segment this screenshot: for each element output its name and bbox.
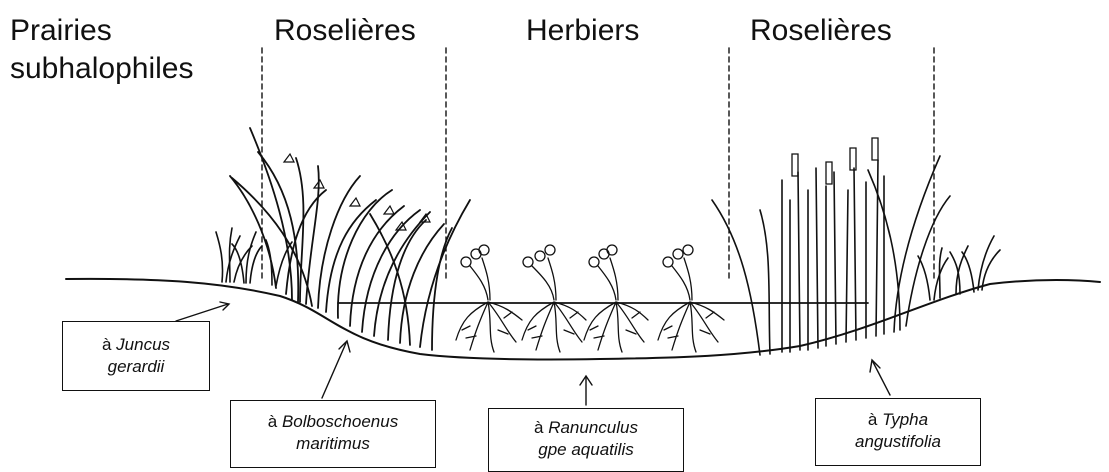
label-juncus-gerardii: à Juncus gerardii bbox=[62, 321, 210, 391]
label-ranunculus-genus: Ranunculus bbox=[548, 418, 638, 437]
ranunculus-plant-4 bbox=[658, 245, 724, 352]
label-typha-line1: à Typha bbox=[816, 409, 980, 431]
label-juncus-prefix: à bbox=[102, 335, 116, 354]
ranunculus-plant-1 bbox=[456, 245, 522, 352]
label-ranunculus-aquatilis: à Ranunculus gpe aquatilis bbox=[488, 408, 684, 472]
label-typha-line2: angustifolia bbox=[816, 431, 980, 453]
juncus-tufts-left bbox=[216, 228, 292, 286]
label-ranunculus-line1: à Ranunculus bbox=[489, 417, 683, 439]
label-typha-species: angustifolia bbox=[855, 432, 941, 451]
label-juncus-line2: gerardii bbox=[63, 356, 209, 378]
juncus-tufts-right bbox=[918, 236, 1000, 300]
label-juncus-line1: à Juncus bbox=[63, 334, 209, 356]
ground-profile bbox=[66, 279, 1100, 360]
ranunculus-plant-3 bbox=[584, 245, 648, 352]
label-bolboschoenus-prefix: à bbox=[268, 412, 282, 431]
label-typha-prefix: à bbox=[868, 410, 882, 429]
label-ranunculus-prefix: à bbox=[534, 418, 548, 437]
arrow-juncus bbox=[176, 304, 228, 321]
label-bolboschoenus-line1: à Bolboschoenus bbox=[231, 411, 435, 433]
label-bolboschoenus-species: maritimus bbox=[296, 434, 370, 453]
label-typha-genus: Typha bbox=[882, 410, 928, 429]
bolboschoenus-clump bbox=[230, 128, 470, 350]
label-ranunculus-line2: gpe aquatilis bbox=[489, 439, 683, 461]
arrow-bolboschoenus bbox=[322, 343, 346, 398]
label-bolboschoenus-genus: Bolboschoenus bbox=[282, 412, 398, 431]
ranunculus-plant-2 bbox=[522, 245, 586, 352]
zone-separators bbox=[262, 48, 934, 280]
label-typha-angustifolia: à Typha angustifolia bbox=[815, 398, 981, 466]
ranunculus-plants bbox=[456, 245, 724, 352]
label-bolboschoenus-line2: maritimus bbox=[231, 433, 435, 455]
label-bolboschoenus-maritimus: à Bolboschoenus maritimus bbox=[230, 400, 436, 468]
label-juncus-species: gerardii bbox=[108, 357, 165, 376]
arrow-typha bbox=[873, 362, 890, 395]
label-ranunculus-species: gpe aquatilis bbox=[538, 440, 633, 459]
label-juncus-genus: Juncus bbox=[116, 335, 170, 354]
typha-reeds bbox=[712, 138, 950, 355]
